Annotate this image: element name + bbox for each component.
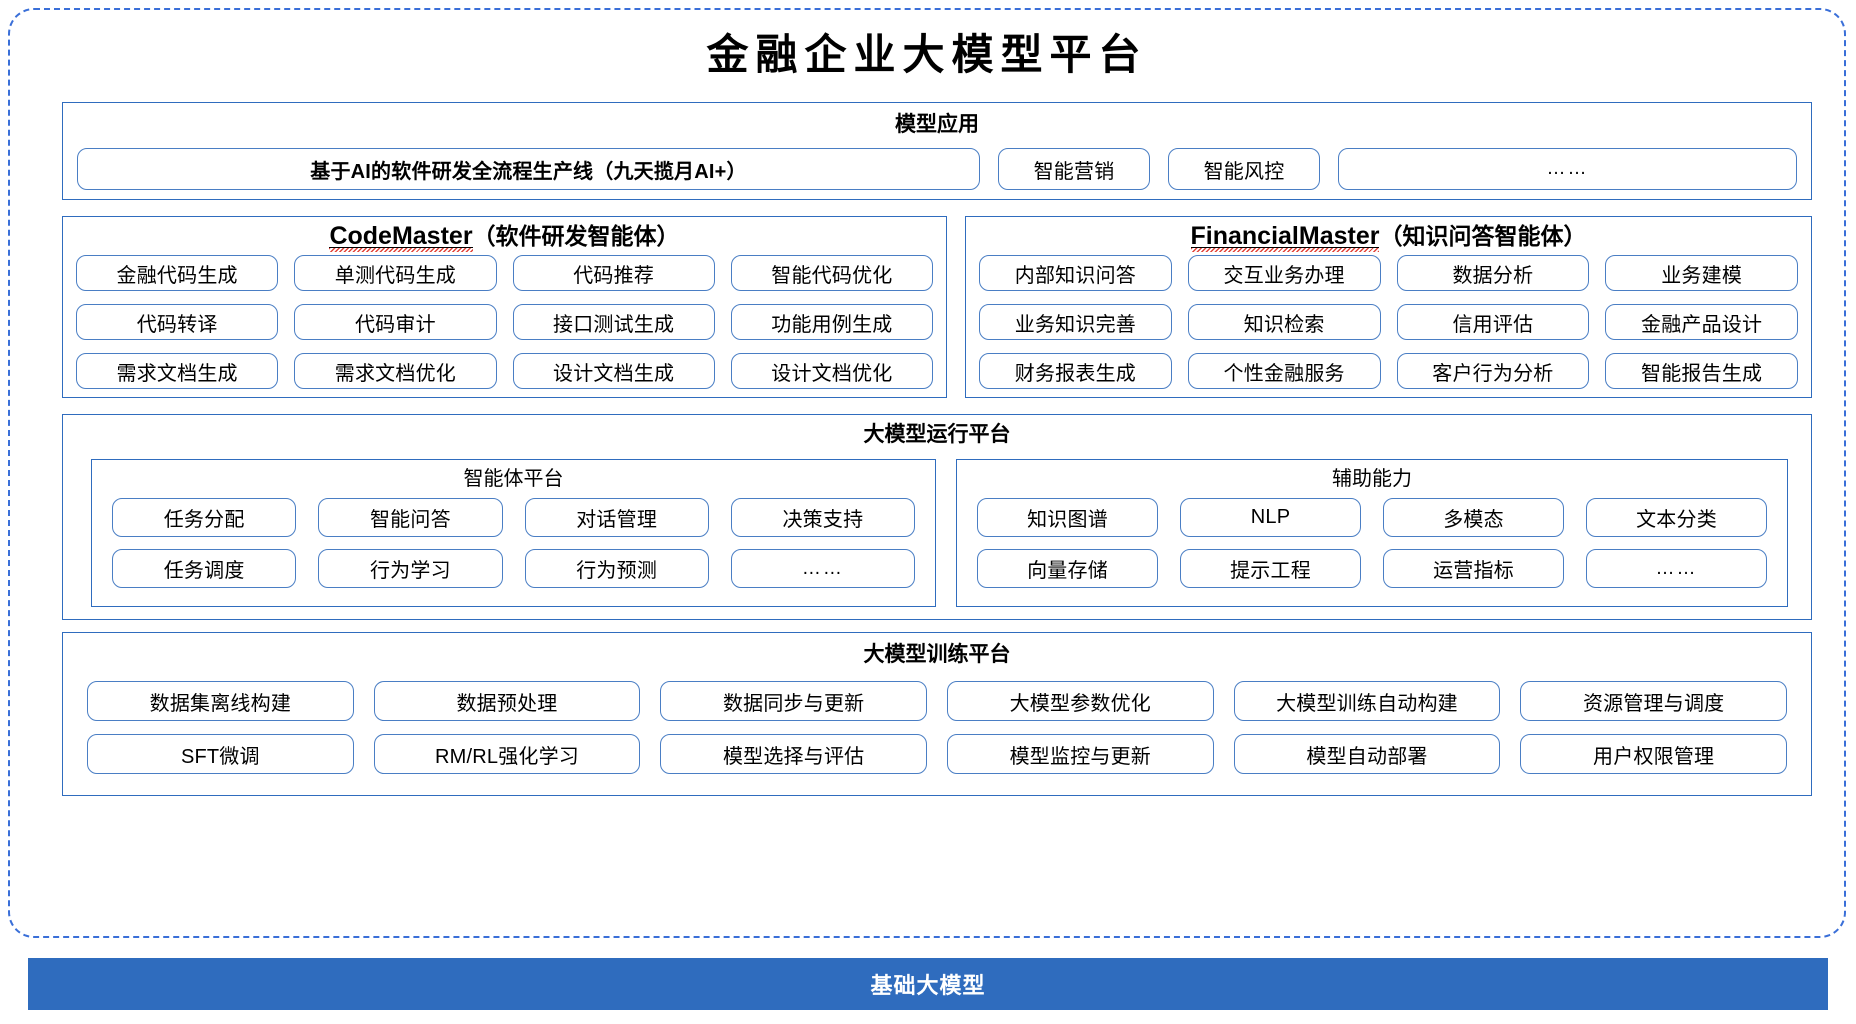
tile-behavior-learning[interactable]: 行为学习: [318, 549, 503, 588]
tile-more-applications[interactable]: ……: [1338, 148, 1797, 190]
subsection-agent-platform: 智能体平台 任务分配 智能问答 对话管理 决策支持 任务调度 行为学习 行为预测…: [91, 459, 936, 607]
training-platform-tile-grid: 数据集离线构建 数据预处理 数据同步与更新 大模型参数优化 大模型训练自动构建 …: [87, 681, 1787, 774]
section-title-financial-master: FinancialMaster（知识问答智能体）: [966, 222, 1811, 252]
tile-financial-report[interactable]: 财务报表生成: [979, 353, 1172, 389]
tile-dataset-offline-build[interactable]: 数据集离线构建: [87, 681, 354, 721]
tile-interactive-biz[interactable]: 交互业务办理: [1187, 255, 1381, 291]
tile-smart-report-gen[interactable]: 智能报告生成: [1605, 353, 1798, 389]
tile-biz-knowledge-enh[interactable]: 业务知识完善: [979, 304, 1172, 340]
tile-unit-test-gen[interactable]: 单测代码生成: [294, 255, 497, 291]
tile-resource-mgmt-sched[interactable]: 资源管理与调度: [1520, 681, 1787, 721]
subsection-title-auxiliary-capability: 辅助能力: [1332, 468, 1412, 490]
financial-master-subtitle: （知识问答智能体）: [1379, 223, 1587, 249]
tile-data-analysis[interactable]: 数据分析: [1396, 255, 1590, 291]
tile-operation-metrics[interactable]: 运营指标: [1383, 549, 1564, 588]
section-training-platform: 大模型训练平台 数据集离线构建 数据预处理 数据同步与更新 大模型参数优化 大模…: [62, 632, 1812, 796]
tile-behavior-predict[interactable]: 行为预测: [524, 549, 709, 588]
tile-knowledge-graph[interactable]: 知识图谱: [977, 498, 1158, 537]
tile-knowledge-retrieval[interactable]: 知识检索: [1187, 304, 1381, 340]
section-runtime-platform: 大模型运行平台 智能体平台 任务分配 智能问答 对话管理 决策支持 任务调度 行…: [62, 414, 1812, 620]
foundation-model-label: 基础大模型: [870, 973, 986, 998]
code-master-brand-name: CodeMaster: [329, 222, 473, 252]
section-title-runtime-platform: 大模型运行平台: [863, 423, 1011, 446]
model-application-tile-row: 基于AI的软件研发全流程生产线（九天揽月AI+） 智能营销 智能风控 ……: [77, 148, 1797, 190]
tile-internal-kb-qa[interactable]: 内部知识问答: [979, 255, 1172, 291]
tile-fin-product-design[interactable]: 金融产品设计: [1605, 304, 1798, 340]
tile-code-translate[interactable]: 代码转译: [76, 304, 279, 340]
platform-outer-frame: 金融企业大模型平台 模型应用 基于AI的软件研发全流程生产线（九天揽月AI+） …: [8, 8, 1846, 938]
tile-smart-risk-control[interactable]: 智能风控: [1168, 148, 1320, 190]
agent-platform-tile-grid: 任务分配 智能问答 对话管理 决策支持 任务调度 行为学习 行为预测 ……: [112, 498, 915, 588]
tile-user-permission-mgmt[interactable]: 用户权限管理: [1520, 734, 1787, 774]
tile-func-case-gen[interactable]: 功能用例生成: [730, 304, 933, 340]
subsection-auxiliary-capability: 辅助能力 知识图谱 NLP 多模态 文本分类 向量存储 提示工程 运营指标 ……: [956, 459, 1788, 607]
tile-fin-code-gen[interactable]: 金融代码生成: [76, 255, 279, 291]
tile-model-auto-deploy[interactable]: 模型自动部署: [1233, 734, 1501, 774]
section-financial-master: FinancialMaster（知识问答智能体） 内部知识问答 交互业务办理 数…: [965, 216, 1812, 398]
tile-ai-software-pipeline[interactable]: 基于AI的软件研发全流程生产线（九天揽月AI+）: [77, 148, 980, 190]
auxiliary-capability-tile-grid: 知识图谱 NLP 多模态 文本分类 向量存储 提示工程 运营指标 ……: [977, 498, 1767, 588]
tile-prompt-engineering[interactable]: 提示工程: [1180, 549, 1361, 588]
tile-data-sync-update[interactable]: 数据同步与更新: [660, 681, 927, 721]
tile-more-agent-platform[interactable]: ……: [730, 549, 915, 588]
section-model-application: 模型应用 基于AI的软件研发全流程生产线（九天揽月AI+） 智能营销 智能风控 …: [62, 102, 1812, 200]
tile-design-doc-gen[interactable]: 设计文档生成: [512, 353, 715, 389]
financial-master-tile-grid: 内部知识问答 交互业务办理 数据分析 业务建模 业务知识完善 知识检索 信用评估…: [979, 255, 1798, 389]
subsection-title-agent-platform: 智能体平台: [463, 468, 564, 490]
tile-dialog-management[interactable]: 对话管理: [524, 498, 709, 537]
tile-business-modeling[interactable]: 业务建模: [1605, 255, 1798, 291]
tile-smart-qa[interactable]: 智能问答: [318, 498, 503, 537]
tile-model-monitor-update[interactable]: 模型监控与更新: [946, 734, 1214, 774]
section-title-training-platform: 大模型训练平台: [863, 643, 1011, 666]
tile-multimodal[interactable]: 多模态: [1383, 498, 1564, 537]
page-title: 金融企业大模型平台: [706, 30, 1148, 79]
tile-credit-assessment[interactable]: 信用评估: [1396, 304, 1590, 340]
tile-req-doc-gen[interactable]: 需求文档生成: [76, 353, 279, 389]
tile-rm-rl-learning[interactable]: RM/RL强化学习: [373, 734, 641, 774]
tile-more-auxiliary[interactable]: ……: [1586, 549, 1767, 588]
tile-model-param-opt[interactable]: 大模型参数优化: [946, 681, 1214, 721]
foundation-model-bar: 基础大模型: [28, 958, 1828, 1010]
tile-customer-behavior[interactable]: 客户行为分析: [1396, 353, 1590, 389]
tile-nlp[interactable]: NLP: [1180, 498, 1361, 537]
tile-code-audit[interactable]: 代码审计: [294, 304, 497, 340]
code-master-tile-grid: 金融代码生成 单测代码生成 代码推荐 智能代码优化 代码转译 代码审计 接口测试…: [76, 255, 933, 389]
tile-sft-finetune[interactable]: SFT微调: [87, 734, 354, 774]
tile-vector-storage[interactable]: 向量存储: [977, 549, 1158, 588]
tile-task-allocation[interactable]: 任务分配: [112, 498, 297, 537]
tile-api-test-gen[interactable]: 接口测试生成: [512, 304, 715, 340]
tile-personal-fin-svc[interactable]: 个性金融服务: [1187, 353, 1381, 389]
section-code-master: CodeMaster（软件研发智能体） 金融代码生成 单测代码生成 代码推荐 智…: [62, 216, 947, 398]
tile-data-preprocessing[interactable]: 数据预处理: [373, 681, 641, 721]
tile-task-scheduling[interactable]: 任务调度: [112, 549, 297, 588]
tile-code-recommend[interactable]: 代码推荐: [512, 255, 715, 291]
tile-smart-marketing[interactable]: 智能营销: [998, 148, 1150, 190]
section-title-model-application: 模型应用: [895, 113, 979, 136]
tile-training-auto-build[interactable]: 大模型训练自动构建: [1233, 681, 1501, 721]
tile-model-select-eval[interactable]: 模型选择与评估: [660, 734, 927, 774]
financial-master-brand-name: FinancialMaster: [1190, 222, 1380, 252]
tile-req-doc-opt[interactable]: 需求文档优化: [294, 353, 497, 389]
tile-smart-code-opt[interactable]: 智能代码优化: [730, 255, 933, 291]
tile-design-doc-opt[interactable]: 设计文档优化: [730, 353, 933, 389]
section-title-code-master: CodeMaster（软件研发智能体）: [63, 222, 946, 252]
code-master-subtitle: （软件研发智能体）: [472, 223, 680, 249]
tile-decision-support[interactable]: 决策支持: [730, 498, 915, 537]
tile-text-classification[interactable]: 文本分类: [1586, 498, 1767, 537]
